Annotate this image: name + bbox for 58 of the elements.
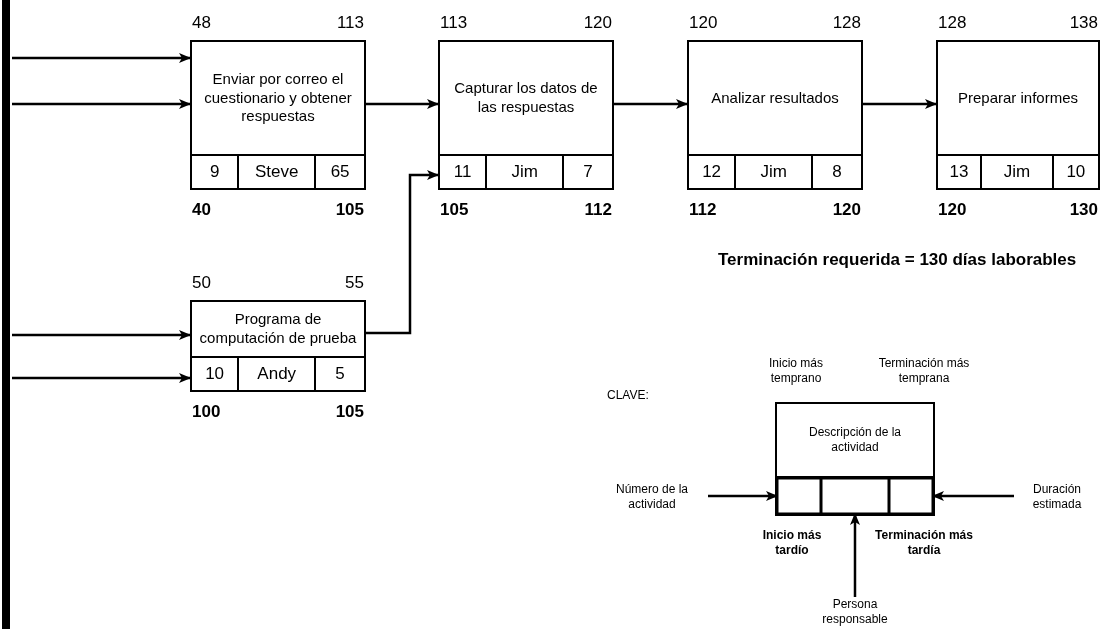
late-start: 105 bbox=[440, 198, 469, 220]
late-start: 100 bbox=[192, 400, 221, 422]
early-start: Inicio más temprano bbox=[768, 356, 824, 386]
arrow bbox=[12, 330, 191, 340]
responsible-person: Jim bbox=[980, 156, 1052, 188]
empty-cell bbox=[820, 478, 890, 514]
arrow bbox=[366, 170, 439, 335]
arrow bbox=[12, 99, 191, 109]
activity-description: Enviar por correo el cuestionario y obtener respuestas bbox=[203, 68, 353, 127]
early-finish: 128 bbox=[832, 12, 861, 34]
early-start: 50 bbox=[192, 272, 211, 294]
required-completion-note: Terminación requerida = 130 días laborables bbox=[718, 250, 1077, 270]
late-finish: 120 bbox=[832, 198, 861, 220]
activity-description: Descripción de la actividad bbox=[807, 424, 902, 456]
late-start: 40 bbox=[192, 198, 211, 220]
late-finish: 105 bbox=[335, 198, 364, 220]
activity-number: 9 bbox=[192, 156, 238, 188]
early-finish: 138 bbox=[1069, 12, 1098, 34]
early-start: 128 bbox=[938, 12, 967, 34]
early-finish: 113 bbox=[336, 12, 364, 34]
early-start: 120 bbox=[689, 12, 718, 34]
activity-description: Preparar informes bbox=[956, 87, 1079, 108]
duration: 65 bbox=[314, 156, 364, 188]
activity-description: Capturar los datos de las respuestas bbox=[453, 78, 599, 117]
key-heading: CLAVE: bbox=[607, 388, 649, 402]
empty-cell bbox=[777, 478, 821, 514]
late-start: 120 bbox=[938, 198, 967, 220]
activity-number: 12 bbox=[689, 156, 735, 188]
responsible-person: Jim bbox=[734, 156, 812, 188]
early-finish: 55 bbox=[345, 272, 364, 294]
early-start: 48 bbox=[192, 12, 211, 34]
late-finish: 112 bbox=[584, 198, 612, 220]
activity-number: 11 bbox=[440, 156, 486, 188]
duration: 8 bbox=[811, 156, 861, 188]
arrow bbox=[366, 99, 439, 109]
activity-number: 10 bbox=[192, 358, 238, 390]
empty-cell bbox=[889, 478, 933, 514]
arrow bbox=[12, 373, 191, 383]
arrow bbox=[863, 99, 937, 109]
early-finish: 120 bbox=[583, 12, 612, 34]
early-start: 113 bbox=[440, 12, 468, 34]
activity-number: 13 bbox=[938, 156, 981, 188]
arrow bbox=[12, 53, 191, 63]
duration: 10 bbox=[1051, 156, 1098, 188]
late-start: Inicio más tardío bbox=[761, 528, 823, 558]
late-finish: 130 bbox=[1069, 198, 1098, 220]
duration: 7 bbox=[562, 156, 612, 188]
responsible-person: Jim bbox=[485, 156, 563, 188]
responsible-person: Andy bbox=[237, 358, 315, 390]
duration: 5 bbox=[314, 358, 364, 390]
late-finish: 105 bbox=[335, 400, 364, 422]
responsible-person: Steve bbox=[237, 156, 315, 188]
early-finish: Terminación más temprana bbox=[877, 356, 971, 386]
activity-description: Analizar resultados bbox=[710, 87, 840, 108]
late-start: 112 bbox=[689, 198, 717, 220]
arrow bbox=[614, 99, 688, 109]
activity-description: Programa de computación de prueba bbox=[198, 309, 358, 348]
late-finish: Terminación más tardía bbox=[874, 528, 974, 558]
